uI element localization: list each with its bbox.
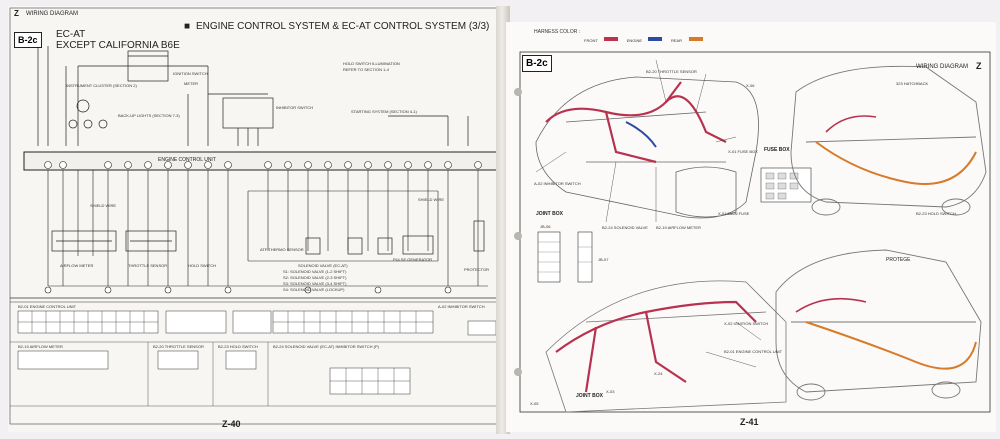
connector-jb06: JB-06 bbox=[540, 224, 551, 229]
ecu-label: ENGINE CONTROL UNIT bbox=[158, 157, 216, 163]
left-header-letter: Z bbox=[14, 9, 19, 18]
ignition-switch-label: IGNITION SWITCH bbox=[173, 71, 208, 76]
connector-label-throttle: B2-20 THROTTLE SENSOR bbox=[153, 344, 204, 349]
binder-hole-top bbox=[514, 88, 522, 96]
connector-label-inhibitor: A-02 INHIBITOR SWITCH bbox=[438, 304, 485, 309]
harness-color-legend: FRONT ENGINE REAR bbox=[584, 29, 703, 47]
connector-b201: B2-01 ENGINE CONTROL UNIT bbox=[724, 349, 783, 354]
connector-jb07: JB-07 bbox=[598, 257, 609, 262]
harness-front-label: FRONT bbox=[584, 38, 598, 43]
connector-x05: X-05 bbox=[530, 401, 539, 406]
throttle-sensor-label: THROTTLE SENSOR bbox=[128, 263, 168, 268]
hold-switch-label: HOLD SWITCH bbox=[188, 263, 216, 268]
connector-label-solenoid: B2-24 SOLENOID VALVE (EC-AT) INHIBITOR S… bbox=[273, 344, 379, 349]
binder-hole-bottom bbox=[514, 368, 522, 376]
harness-rear-swatch bbox=[688, 37, 703, 41]
harness-layout-illustration bbox=[519, 51, 991, 413]
right-section-tag: B-2c bbox=[522, 55, 552, 72]
connector-b224: B2-24 SOLENOID VALVE bbox=[602, 225, 648, 230]
inhibitor-switch-label: INHIBITOR SWITCH bbox=[276, 105, 314, 110]
connector-x24: X-24 bbox=[654, 371, 663, 376]
atf-thermo-label: ATF THERMO SENSOR bbox=[260, 247, 304, 252]
connector-b219: B2-19 AIRFLOW METER bbox=[656, 225, 701, 230]
left-page-number: Z-40 bbox=[222, 419, 241, 429]
hatchback-label: 323 HATCHBACK bbox=[896, 81, 929, 86]
system-variant: EXCEPT CALIFORNIA B6E bbox=[56, 40, 180, 51]
legend-s2: S2: SOLENOID VALVE (2-3 SHIFT) bbox=[283, 275, 347, 280]
right-header-label: WIRING DIAGRAM bbox=[916, 64, 968, 70]
shield-wire-label-2: SHIELD WIRE bbox=[418, 197, 445, 202]
harness-engine-label: ENGINE bbox=[626, 38, 643, 43]
protege-label: PROTEGE bbox=[886, 257, 911, 263]
hold-note-line1: HOLD SWITCH ILLUMINATION bbox=[343, 61, 400, 66]
joint-box-label-2: JOINT BOX bbox=[576, 393, 603, 399]
connector-label-hold: B2-23 HOLD SWITCH bbox=[218, 344, 258, 349]
instrument-cluster-label: INSTRUMENT CLUSTER (SECTION 2) bbox=[66, 83, 137, 88]
harness-front-swatch bbox=[604, 37, 619, 41]
connector-x01-main: X-01 MAIN FUSE bbox=[718, 211, 750, 216]
harness-engine-swatch bbox=[648, 37, 663, 41]
system-code: EC-AT bbox=[56, 29, 86, 40]
left-header-label: WIRING DIAGRAM bbox=[26, 11, 78, 17]
page-title: ENGINE CONTROL SYSTEM & EC-AT CONTROL SY… bbox=[196, 21, 490, 32]
connector-x01-fuse: X-01 FUSE BOX bbox=[728, 149, 758, 154]
pulse-generator-label: PULSE GENERATOR bbox=[393, 257, 433, 262]
connector-b220: B2-20 THROTTLE SENSOR bbox=[646, 69, 697, 74]
connector-x03: X-03 bbox=[606, 389, 615, 394]
joint-box-label-1: JOINT BOX bbox=[536, 211, 563, 217]
legend-s4: S4: SOLENOID VALVE (LOCKUP) bbox=[283, 287, 345, 292]
left-page: Z WIRING DIAGRAM B-2c EC-AT EXCEPT CALIF… bbox=[8, 6, 504, 432]
right-page: HARNESS COLOR : FRONT ENGINE REAR WIRING… bbox=[506, 22, 996, 432]
fuse-box-label: FUSE BOX bbox=[764, 147, 790, 153]
connector-a02: A-02 INHIBITOR SWITCH bbox=[534, 181, 581, 186]
right-page-number: Z-41 bbox=[740, 417, 759, 427]
airflow-meter-label: AIRFLOW METER bbox=[60, 263, 94, 268]
meter-label: METER bbox=[184, 81, 198, 86]
harness-color-label: HARNESS COLOR : bbox=[534, 29, 581, 35]
left-wiring-schematic bbox=[9, 7, 504, 425]
backup-lights-label: BACK-UP LIGHTS (SECTION 7-3) bbox=[118, 113, 180, 118]
connector-x06: X-06 bbox=[746, 83, 755, 88]
binder-hole-middle bbox=[514, 232, 522, 240]
harness-rear-label: REAR bbox=[670, 38, 683, 43]
solenoid-valve-label: SOLENOID VALVE (EC-AT) bbox=[298, 263, 348, 268]
protector-label: PROTECTOR bbox=[464, 267, 490, 272]
legend-s3: S3: SOLENOID VALVE (3-4 SHIFT) bbox=[283, 281, 347, 286]
connector-label-airflow: B2-19 AIRFLOW METER bbox=[18, 344, 63, 349]
connector-label-ecu: B2-01 ENGINE CONTROL UNIT bbox=[18, 304, 77, 309]
page-title-bullet: ■ bbox=[184, 21, 191, 32]
connector-x02: X-02 IGNITION SWITCH bbox=[724, 321, 769, 326]
right-header-letter: Z bbox=[976, 61, 982, 71]
connector-b223: B2-23 HOLD SWITCH bbox=[916, 211, 956, 216]
shield-wire-label-1: SHIELD WIRE bbox=[90, 203, 117, 208]
starting-system-label: STARTING SYSTEM (SECTION 4-1) bbox=[351, 109, 417, 114]
hold-note-line2: REFER TO SECTION 1-4 bbox=[343, 67, 389, 72]
left-section-tag: B-2c bbox=[14, 32, 42, 48]
legend-s1: S1: SOLENOID VALVE (1-2 SHIFT) bbox=[283, 269, 347, 274]
